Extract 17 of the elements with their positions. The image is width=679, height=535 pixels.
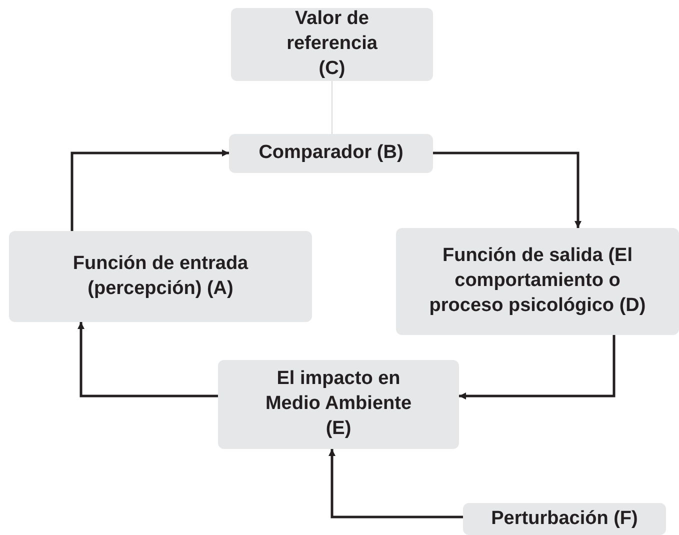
process-box: [396, 228, 679, 335]
arrow: [459, 335, 616, 400]
process-box: [9, 231, 312, 322]
box-label: Valor de referencia (C): [286, 7, 378, 81]
arrow: [70, 150, 229, 231]
process-box: [218, 360, 459, 449]
arrow: [433, 152, 582, 228]
arrow: [328, 449, 463, 518]
box-label: Perturbación (F): [491, 506, 638, 531]
box-label: El impacto en Medio Ambiente (E): [264, 367, 413, 441]
process-box: [229, 134, 433, 173]
box-label: Función de entrada (percepción) (A): [72, 252, 250, 300]
process-box: [463, 503, 666, 535]
arrow: [78, 322, 218, 398]
box-label: Función de salida (El comportamiento o proceso psicológico (D): [428, 244, 647, 318]
box-label: Comparador (B): [258, 141, 404, 166]
process-box: [231, 8, 433, 81]
